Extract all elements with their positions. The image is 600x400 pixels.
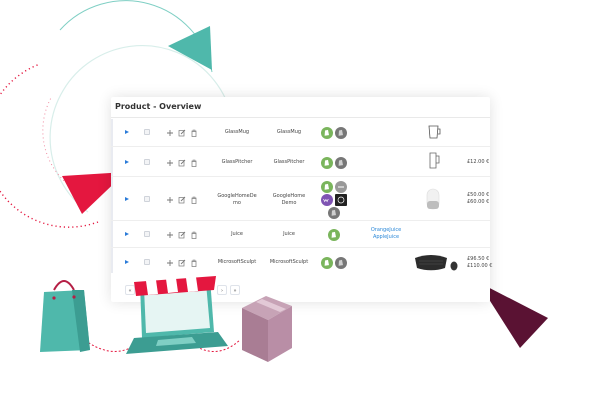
edit-icon[interactable] (178, 129, 186, 137)
plus-icon[interactable] (166, 159, 174, 167)
product-name: Juice (231, 231, 243, 237)
glass-pitcher-image (429, 152, 440, 169)
product-model: Juice (283, 231, 295, 237)
pagination-next[interactable]: › (217, 285, 227, 295)
edit-icon[interactable] (178, 259, 186, 267)
pagination-last[interactable]: » (230, 285, 240, 295)
plus-icon[interactable] (166, 129, 174, 137)
row-checkbox[interactable] (144, 159, 150, 165)
product-model: GoogleHome Demo (272, 193, 306, 206)
card-title: Product - Overview (115, 102, 202, 111)
glass-mug-image (428, 125, 441, 139)
trash-icon[interactable] (190, 259, 198, 267)
product-model: MicrosoftSculpt (269, 259, 309, 265)
pagination-first[interactable]: « (125, 285, 135, 295)
chevron-right-icon[interactable] (125, 130, 129, 134)
trash-icon[interactable] (190, 159, 198, 167)
google-home-image (426, 188, 440, 210)
plus-icon[interactable] (166, 196, 174, 204)
table-left-edge (111, 119, 113, 273)
edit-icon[interactable] (178, 159, 186, 167)
product-price: £96.50 € (467, 256, 490, 262)
ecommerce-illustration (40, 276, 292, 362)
shopify-icon (321, 157, 333, 169)
product-model: GlassMug (276, 129, 302, 135)
shopify-icon (321, 127, 333, 139)
shopping-bag-icon (40, 280, 90, 352)
table-row: GoogleHomeDe mo GoogleHome Demo £50.00 €… (111, 178, 490, 221)
product-overview-card: Product - Overview GlassMug GlassMug Gla… (111, 97, 493, 302)
shopify-icon (321, 257, 333, 269)
table-row: GlassPitcher GlassPitcher £12.00 € (111, 148, 490, 177)
plus-icon[interactable] (166, 231, 174, 239)
decorative-arc-outer (49, 45, 233, 213)
maroon-triangle (478, 282, 548, 348)
product-price: £12.00 € (467, 159, 490, 165)
chevron-right-icon[interactable] (125, 232, 129, 236)
product-name: MicrosoftSculpt (217, 259, 257, 265)
edit-icon[interactable] (178, 231, 186, 239)
product-model: GlassPitcher (273, 159, 305, 165)
card-divider (111, 117, 490, 118)
product-name: GlassMug (224, 129, 250, 135)
channel-icon (335, 157, 347, 169)
shopify-icon (321, 181, 333, 193)
trash-icon[interactable] (190, 231, 198, 239)
product-name: GlassPitcher (221, 159, 253, 165)
decorative-arc-dotted-inner (42, 95, 71, 187)
chevron-right-icon[interactable] (125, 197, 129, 201)
table-row: Juice Juice OrangeJuice AppleJuice (111, 222, 490, 248)
trash-icon[interactable] (190, 196, 198, 204)
laptop-store-icon (126, 276, 228, 354)
red-triangle (62, 172, 126, 214)
channel-icon (335, 181, 347, 193)
row-checkbox[interactable] (144, 196, 150, 202)
package-box-icon (242, 296, 292, 362)
row-checkbox[interactable] (144, 129, 150, 135)
woocommerce-icon (321, 194, 333, 206)
variant-links[interactable]: OrangeJuice AppleJuice (370, 227, 402, 240)
channel-icon (335, 127, 347, 139)
product-price-secondary: £60.00 € (467, 199, 490, 205)
plus-icon[interactable] (166, 259, 174, 267)
channel-icon (328, 207, 340, 219)
shopify-icon (328, 229, 340, 241)
row-checkbox[interactable] (144, 259, 150, 265)
product-price: £50.00 € (467, 192, 490, 198)
table-row: MicrosoftSculpt MicrosoftSculpt £96.50 €… (111, 249, 493, 277)
channel-dark-icon (335, 194, 347, 206)
channel-icon (335, 257, 347, 269)
product-name: GoogleHomeDe mo (217, 193, 257, 206)
teal-triangle (168, 26, 212, 70)
keyboard-mouse-image (415, 255, 458, 271)
chevron-right-icon[interactable] (125, 260, 129, 264)
table-row: GlassMug GlassMug (111, 119, 490, 147)
trash-icon[interactable] (190, 129, 198, 137)
row-checkbox[interactable] (144, 231, 150, 237)
product-price-secondary: £110.00 € (467, 263, 493, 269)
chevron-right-icon[interactable] (125, 160, 129, 164)
edit-icon[interactable] (178, 196, 186, 204)
